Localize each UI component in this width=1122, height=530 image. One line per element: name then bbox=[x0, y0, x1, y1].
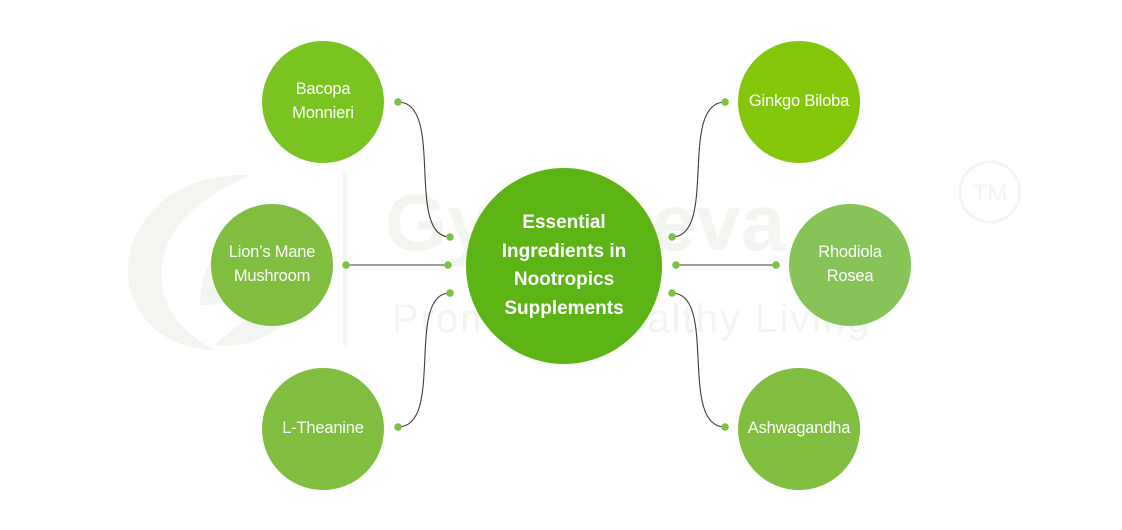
watermark-divider bbox=[343, 172, 347, 347]
connector-dot-lions-mane-inner bbox=[444, 261, 452, 269]
connector-dot-ginkgo-outer bbox=[721, 98, 729, 106]
connector-dot-lions-mane-outer bbox=[342, 261, 350, 269]
node-l-theanine: L-Theanine bbox=[262, 368, 384, 490]
node-rhodiola-rosea-label: Rhodiola Rosea bbox=[818, 243, 882, 285]
watermark-trademark-ring bbox=[958, 160, 1022, 224]
node-rhodiola-rosea: Rhodiola Rosea bbox=[789, 204, 911, 326]
node-ginkgo-biloba: Ginkgo Biloba bbox=[738, 41, 860, 163]
node-ashwagandha: Ashwagandha bbox=[738, 368, 860, 490]
node-ashwagandha-label: Ashwagandha bbox=[747, 419, 851, 438]
center-hub-label: Essential Ingredients in Nootropics Supp… bbox=[501, 212, 627, 319]
connector-ginkgo bbox=[671, 101, 726, 238]
connector-dot-ashwagandha-outer bbox=[721, 423, 729, 431]
connector-l-theanine bbox=[397, 292, 451, 428]
node-ginkgo-biloba-label: Ginkgo Biloba bbox=[748, 92, 850, 111]
connector-dot-l-theanine-inner bbox=[446, 289, 454, 297]
connector-bacopa bbox=[397, 101, 451, 238]
connector-dot-l-theanine-outer bbox=[394, 423, 402, 431]
connector-dot-rhodiola-outer bbox=[772, 261, 780, 269]
connector-dot-bacopa-inner bbox=[446, 233, 454, 241]
node-bacopa-monnieri-label: Bacopa Monnieri bbox=[292, 80, 354, 122]
watermark-trademark: TM bbox=[973, 180, 1008, 207]
node-l-theanine-label: L-Theanine bbox=[282, 419, 364, 438]
connector-dot-ginkgo-inner bbox=[668, 233, 676, 241]
connector-dot-rhodiola-inner bbox=[672, 261, 680, 269]
connector-dot-bacopa-outer bbox=[394, 98, 402, 106]
connector-dot-ashwagandha-inner bbox=[668, 289, 676, 297]
center-hub: Essential Ingredients in Nootropics Supp… bbox=[466, 168, 662, 364]
node-bacopa-monnieri: Bacopa Monnieri bbox=[262, 41, 384, 163]
connector-ashwagandha bbox=[671, 292, 726, 428]
node-lions-mane-mushroom-label: Lion’s Mane Mushroom bbox=[228, 243, 316, 285]
node-lions-mane-mushroom: Lion’s Mane Mushroom bbox=[211, 204, 333, 326]
